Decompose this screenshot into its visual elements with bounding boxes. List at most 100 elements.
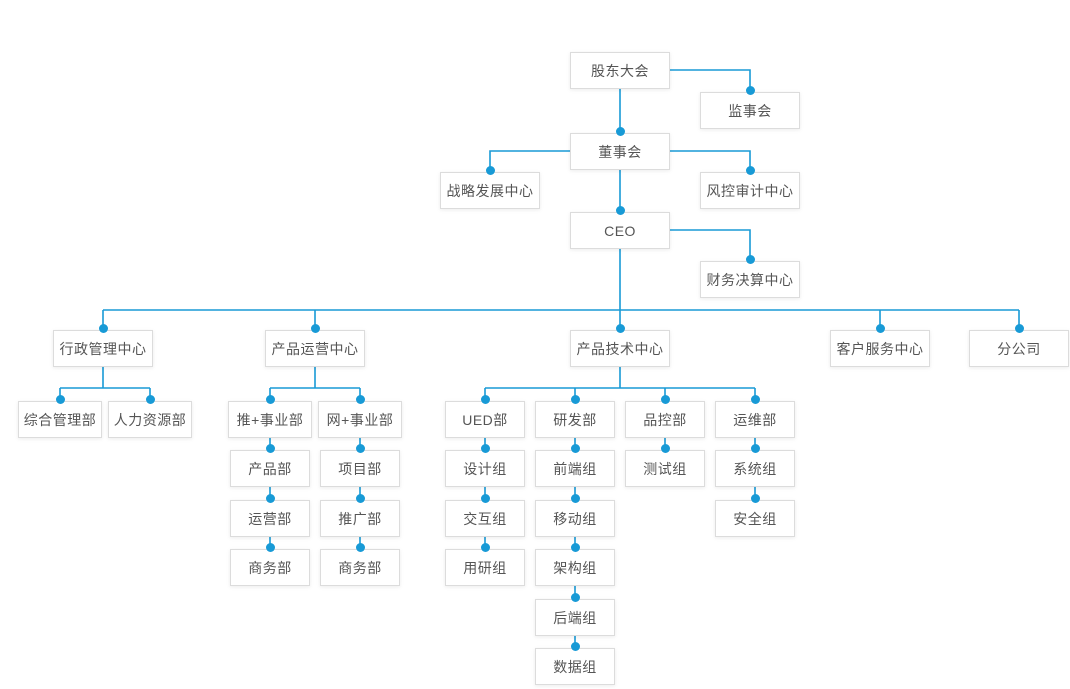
- node-label: 架构组: [553, 559, 597, 576]
- connector-dot: [98, 324, 108, 333]
- connector-dot: [615, 206, 625, 215]
- connector-dot: [750, 444, 760, 453]
- connector-dot: [480, 444, 490, 453]
- node-system-group[interactable]: 系统组: [715, 444, 795, 487]
- connector-dot: [615, 127, 625, 136]
- node-shareholders-meeting[interactable]: 股东大会: [570, 52, 670, 89]
- node-testing-group[interactable]: 测试组: [625, 444, 705, 487]
- node-admin-management-center[interactable]: 行政管理中心: [53, 324, 153, 367]
- node-product-operations-center[interactable]: 产品运营中心: [265, 324, 365, 367]
- node-label: 推+事业部: [236, 411, 304, 428]
- connector-dot: [310, 324, 320, 333]
- node-board-of-directors[interactable]: 董事会: [570, 127, 670, 170]
- node-label: 商务部: [338, 559, 382, 576]
- connector-dot: [570, 642, 580, 651]
- connector-dot: [660, 395, 670, 404]
- node-risk-audit-center[interactable]: 风控审计中心: [700, 166, 800, 209]
- node-quality-control-dept[interactable]: 品控部: [625, 395, 705, 438]
- node-mobile-group[interactable]: 移动组: [535, 494, 615, 537]
- connector-dot: [615, 324, 625, 333]
- node-label: 分公司: [997, 340, 1041, 357]
- node-data-group[interactable]: 数据组: [535, 642, 615, 685]
- node-project-dept[interactable]: 项目部: [320, 444, 400, 487]
- node-general-management-dept[interactable]: 综合管理部: [18, 395, 102, 438]
- node-business-dept-tui[interactable]: 商务部: [230, 543, 310, 586]
- connector-dot: [480, 543, 490, 552]
- node-ceo[interactable]: CEO: [570, 206, 670, 249]
- node-label: 运营部: [248, 510, 292, 527]
- connector-dot: [480, 395, 490, 404]
- node-product-technology-center[interactable]: 产品技术中心: [570, 324, 670, 367]
- connector-dot: [570, 395, 580, 404]
- node-promotion-dept[interactable]: 推广部: [320, 494, 400, 537]
- node-label: 产品部: [248, 460, 292, 477]
- connector-dot: [145, 395, 155, 404]
- connector-dot: [265, 444, 275, 453]
- node-label: 战略发展中心: [446, 182, 534, 199]
- node-label: 研发部: [553, 411, 597, 428]
- node-human-resources-dept[interactable]: 人力资源部: [108, 395, 192, 438]
- connector-dot: [570, 444, 580, 453]
- connector-dot: [485, 166, 495, 175]
- node-label: 数据组: [553, 658, 597, 675]
- node-ued-dept[interactable]: UED部: [445, 395, 525, 438]
- connector-dot: [265, 543, 275, 552]
- connector-dot: [570, 543, 580, 552]
- node-architecture-group[interactable]: 架构组: [535, 543, 615, 586]
- node-product-dept[interactable]: 产品部: [230, 444, 310, 487]
- node-label: 设计组: [463, 460, 507, 477]
- node-label: 运维部: [733, 411, 777, 428]
- node-customer-service-center[interactable]: 客户服务中心: [830, 324, 930, 367]
- node-user-research-group[interactable]: 用研组: [445, 543, 525, 586]
- connector-dot: [480, 494, 490, 503]
- node-label: 测试组: [643, 460, 687, 477]
- node-label: 网+事业部: [326, 411, 394, 428]
- node-supervisory-board[interactable]: 监事会: [700, 86, 800, 129]
- node-finance-settlement-center[interactable]: 财务决算中心: [700, 255, 800, 298]
- node-label: 董事会: [598, 143, 642, 160]
- node-label: 移动组: [553, 510, 597, 527]
- node-backend-group[interactable]: 后端组: [535, 593, 615, 636]
- node-frontend-group[interactable]: 前端组: [535, 444, 615, 487]
- connector-dot: [355, 543, 365, 552]
- node-label: 推广部: [338, 510, 382, 527]
- connector-dot: [745, 86, 755, 95]
- node-interaction-group[interactable]: 交互组: [445, 494, 525, 537]
- node-security-group[interactable]: 安全组: [715, 494, 795, 537]
- node-label: 客户服务中心: [836, 340, 924, 357]
- connector-dot: [265, 395, 275, 404]
- connector-dot: [355, 494, 365, 503]
- node-operations-dept[interactable]: 运营部: [230, 494, 310, 537]
- connector-dot: [355, 395, 365, 404]
- connector-dot: [875, 324, 885, 333]
- node-design-group[interactable]: 设计组: [445, 444, 525, 487]
- connector-dot: [570, 593, 580, 602]
- node-rnd-dept[interactable]: 研发部: [535, 395, 615, 438]
- node-tui-business-division[interactable]: 推+事业部: [228, 395, 312, 438]
- connector-dot: [745, 166, 755, 175]
- node-label: 后端组: [553, 609, 597, 626]
- node-ops-maintenance-dept[interactable]: 运维部: [715, 395, 795, 438]
- connector-dot: [750, 494, 760, 503]
- node-label: 产品技术中心: [576, 340, 664, 357]
- node-label: 综合管理部: [23, 411, 97, 428]
- node-label: 人力资源部: [113, 411, 187, 428]
- connector-paths: [59, 69, 1020, 645]
- node-label: 行政管理中心: [59, 340, 147, 357]
- node-label: 项目部: [338, 460, 382, 477]
- node-label: 监事会: [728, 102, 772, 119]
- node-label: 前端组: [553, 460, 597, 477]
- connector-dot: [355, 444, 365, 453]
- connector-dot: [1014, 324, 1024, 333]
- node-label: 系统组: [733, 460, 777, 477]
- node-business-dept-wang[interactable]: 商务部: [320, 543, 400, 586]
- node-label: CEO: [604, 222, 636, 239]
- node-wang-business-division[interactable]: 网+事业部: [318, 395, 402, 438]
- node-strategy-development-center[interactable]: 战略发展中心: [440, 166, 540, 209]
- node-label: 风控审计中心: [706, 182, 794, 199]
- node-label: 交互组: [463, 510, 507, 527]
- node-branch-company[interactable]: 分公司: [969, 324, 1069, 367]
- connector-dot: [745, 255, 755, 264]
